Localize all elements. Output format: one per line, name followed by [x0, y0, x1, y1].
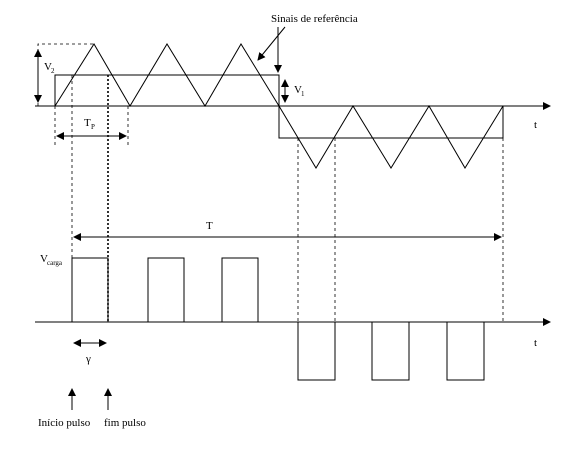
- negative-pulse: [297, 321, 336, 381]
- v1-label-sub: 1: [301, 90, 305, 98]
- triangle-carrier-positive: [54, 43, 280, 107]
- triangle-carrier-negative: [278, 105, 504, 169]
- negative-pulse: [446, 321, 485, 381]
- positive-pulse: [147, 257, 185, 323]
- v1-reference-negative: [278, 106, 504, 139]
- vcarga-label-sub: carga: [47, 259, 63, 267]
- v1-reference-positive: [54, 74, 280, 106]
- gamma-label: γ: [85, 353, 91, 365]
- pulse-end-label: fim pulso: [104, 417, 146, 429]
- period-label: T: [206, 220, 213, 232]
- top-time-axis-label: t: [534, 119, 537, 131]
- pulse-start-label: Início pulso: [38, 417, 91, 429]
- tp-label-sub: P: [91, 123, 95, 131]
- v1-label: V: [294, 84, 302, 96]
- reference-arrow-left: [257, 26, 286, 61]
- v2-label-sub: 2: [51, 67, 55, 75]
- reference-signals-label: Sinais de referência: [271, 13, 358, 25]
- positive-pulse: [71, 257, 109, 323]
- negative-pulse: [371, 321, 410, 381]
- vcarga-label: V: [40, 253, 48, 265]
- positive-pulse: [221, 257, 259, 323]
- bottom-time-axis-label: t: [534, 337, 537, 349]
- v2-label: V: [44, 61, 52, 73]
- tp-label: T: [84, 117, 91, 129]
